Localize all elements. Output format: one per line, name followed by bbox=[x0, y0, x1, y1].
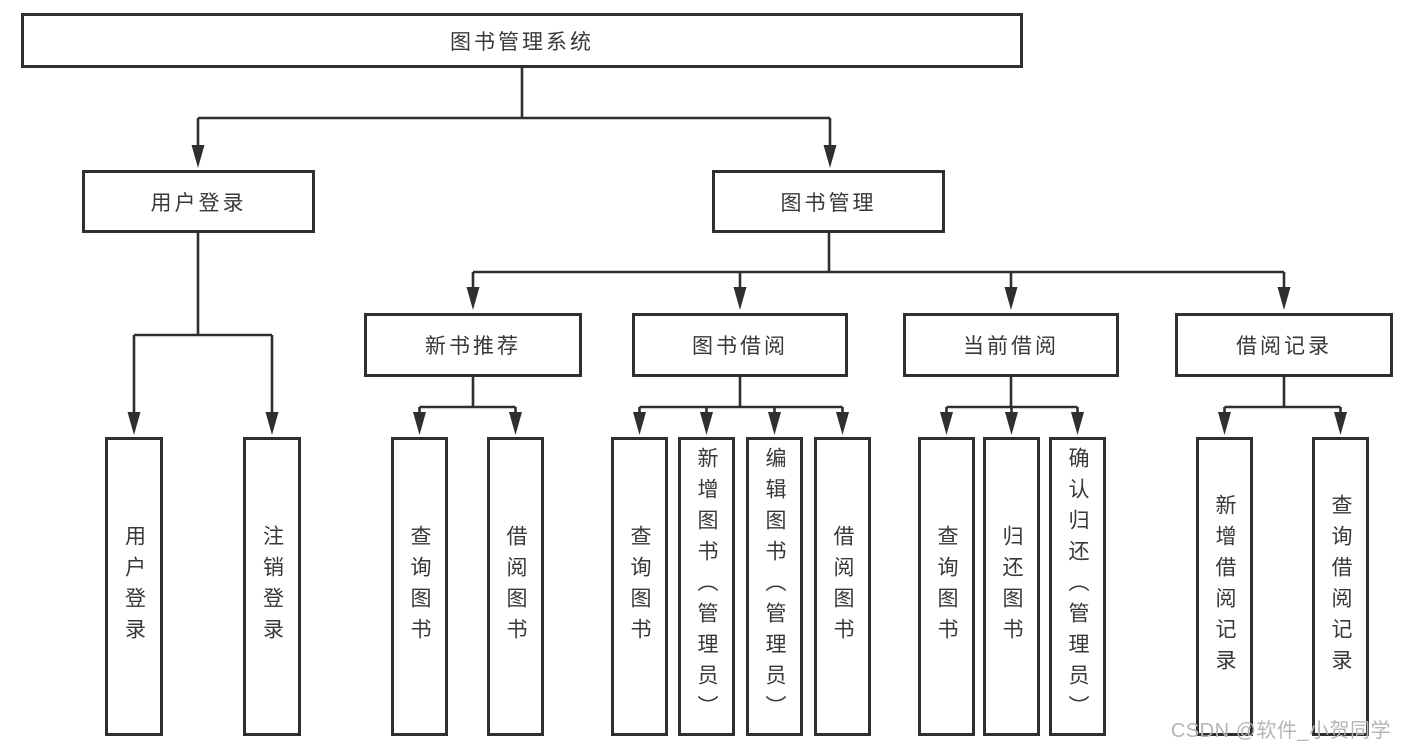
leaf-label: 借阅图书 bbox=[831, 524, 854, 649]
arrow-icon bbox=[700, 412, 713, 435]
node-user-login: 用户登录 bbox=[82, 170, 315, 233]
arrow-icon bbox=[1005, 412, 1018, 435]
arrow-icon bbox=[509, 412, 522, 435]
leaf-query-books-current: 查询图书 bbox=[918, 437, 975, 736]
leaf-label: 用户登录 bbox=[122, 524, 146, 649]
arrow-icon bbox=[1277, 287, 1291, 310]
arrow-icon bbox=[265, 412, 279, 435]
leaf-query-books-recommend: 查询图书 bbox=[391, 437, 448, 736]
arrow-icon bbox=[191, 145, 205, 168]
leaf-logout: 注销登录 bbox=[243, 437, 301, 736]
arrow-icon bbox=[413, 412, 426, 435]
leaf-label: 查询图书 bbox=[628, 524, 651, 649]
leaf-label: 归还图书 bbox=[1000, 524, 1023, 649]
leaf-label: 新增借阅记录 bbox=[1213, 493, 1236, 680]
arrow-icon bbox=[466, 287, 480, 310]
arrow-icon bbox=[940, 412, 953, 435]
leaf-confirm-return-admin: 确认归还（管理员） bbox=[1049, 437, 1106, 736]
arrow-icon bbox=[836, 412, 849, 435]
leaf-label: 新增图书（管理员） bbox=[695, 447, 718, 726]
arrow-icon bbox=[768, 412, 781, 435]
csdn-watermark: CSDN @软件_小贺同学 bbox=[1170, 720, 1391, 742]
leaf-borrow-books: 借阅图书 bbox=[814, 437, 871, 736]
leaf-add-borrow-record: 新增借阅记录 bbox=[1196, 437, 1253, 736]
leaf-return-book: 归还图书 bbox=[983, 437, 1040, 736]
leaf-user-login: 用户登录 bbox=[105, 437, 163, 736]
leaf-label: 查询借阅记录 bbox=[1329, 493, 1352, 680]
node-current-borrow: 当前借阅 bbox=[903, 313, 1119, 377]
node-root-system: 图书管理系统 bbox=[21, 13, 1023, 68]
leaf-label: 查询图书 bbox=[408, 524, 431, 649]
leaf-label: 注销登录 bbox=[260, 524, 284, 649]
leaf-label: 查询图书 bbox=[935, 524, 958, 649]
arrow-icon bbox=[633, 412, 646, 435]
arrow-icon bbox=[733, 287, 747, 310]
arrow-icon bbox=[823, 145, 837, 168]
node-borrow-records: 借阅记录 bbox=[1175, 313, 1393, 377]
arrow-icon bbox=[1004, 287, 1018, 310]
arrow-icon bbox=[1334, 412, 1347, 435]
node-book-management: 图书管理 bbox=[712, 170, 945, 233]
arrow-icon bbox=[1071, 412, 1084, 435]
node-new-book-recommend: 新书推荐 bbox=[364, 313, 582, 377]
leaf-edit-book-admin: 编辑图书（管理员） bbox=[746, 437, 803, 736]
node-book-borrow: 图书借阅 bbox=[632, 313, 848, 377]
arrow-icon bbox=[127, 412, 141, 435]
leaf-borrow-books-recommend: 借阅图书 bbox=[487, 437, 544, 736]
arrow-icon bbox=[1218, 412, 1231, 435]
leaf-label: 编辑图书（管理员） bbox=[763, 447, 786, 726]
leaf-query-books-borrow: 查询图书 bbox=[611, 437, 668, 736]
leaf-label: 借阅图书 bbox=[504, 524, 527, 649]
leaf-query-borrow-record: 查询借阅记录 bbox=[1312, 437, 1369, 736]
leaf-label: 确认归还（管理员） bbox=[1066, 447, 1089, 726]
leaf-add-book-admin: 新增图书（管理员） bbox=[678, 437, 735, 736]
